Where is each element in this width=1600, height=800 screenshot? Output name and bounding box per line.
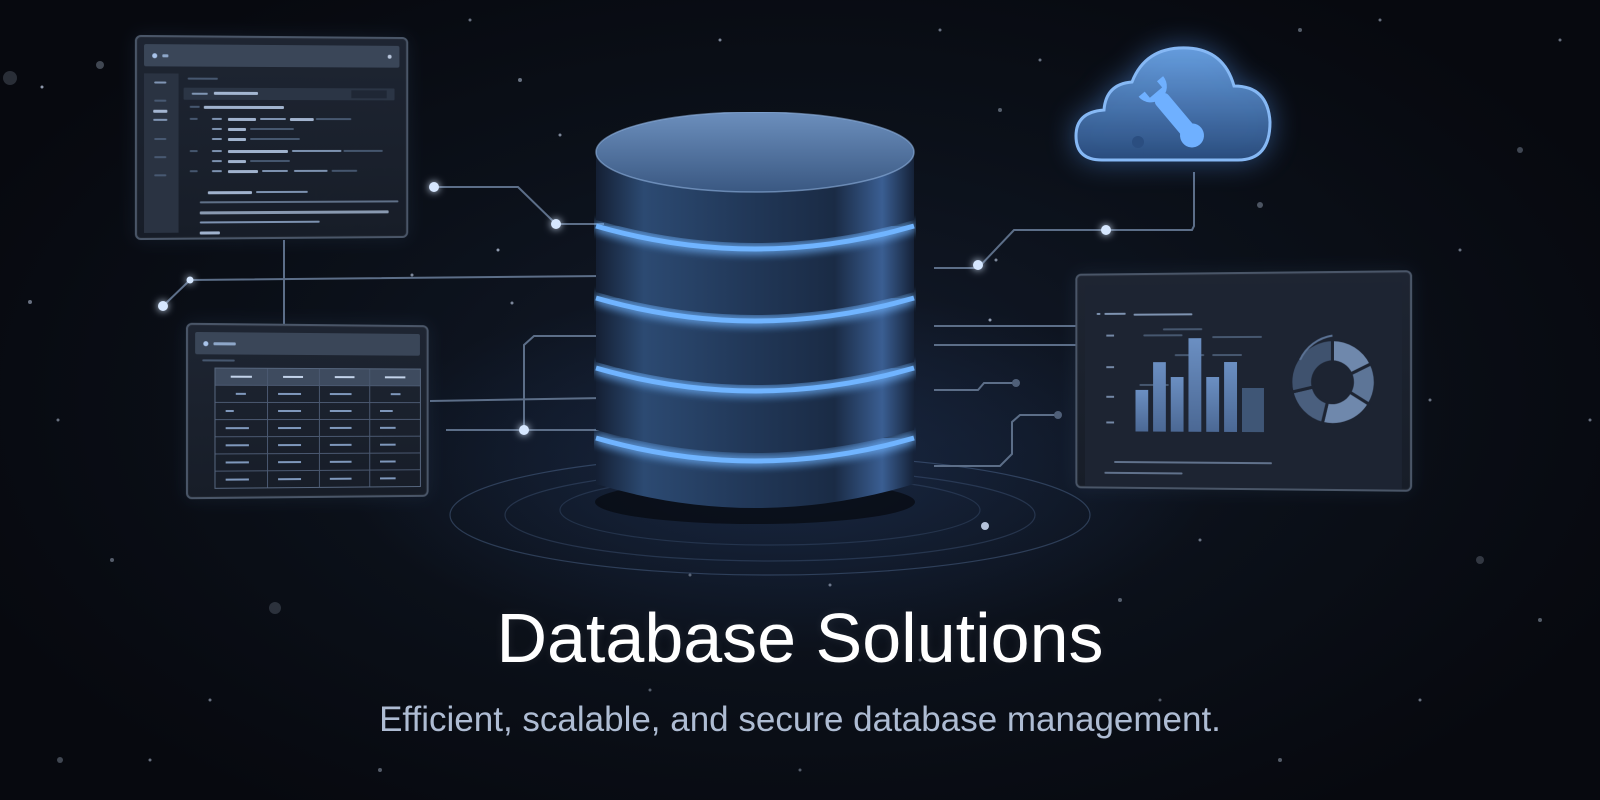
cloud-wrench-icon	[1072, 38, 1276, 168]
panel-title-bar	[195, 331, 420, 356]
donut-chart	[1282, 331, 1383, 432]
chart-bar	[1241, 388, 1264, 433]
code-sidebar	[144, 73, 179, 233]
table-row	[215, 435, 420, 454]
panel-title-bar	[144, 44, 400, 68]
window-control-icon	[387, 54, 392, 59]
chart-bar	[1153, 362, 1166, 432]
connector-node	[429, 182, 439, 192]
table-row	[215, 401, 420, 420]
chart-bar	[1224, 362, 1238, 432]
table-row	[215, 418, 420, 437]
data-table-panel	[185, 322, 429, 500]
chart-bar	[1206, 377, 1220, 432]
database-cylinder-icon	[594, 111, 916, 524]
page-subtitle: Efficient, scalable, and secure database…	[379, 700, 1221, 739]
window-dot-icon	[152, 52, 158, 58]
chart-bar	[1188, 338, 1202, 432]
code-editor-panel	[134, 34, 409, 241]
bar-chart	[1135, 332, 1264, 433]
table-header-row	[215, 368, 420, 386]
chart-bar	[1135, 389, 1149, 432]
table-row	[215, 384, 420, 403]
table-row	[215, 452, 420, 471]
page-title: Database Solutions	[496, 599, 1104, 677]
analytics-dashboard-panel	[1075, 270, 1413, 492]
chart-bar	[1170, 377, 1184, 432]
data-table	[214, 367, 421, 489]
window-dot-icon	[203, 340, 209, 346]
code-query-bar	[183, 87, 395, 101]
table-row	[215, 469, 420, 488]
